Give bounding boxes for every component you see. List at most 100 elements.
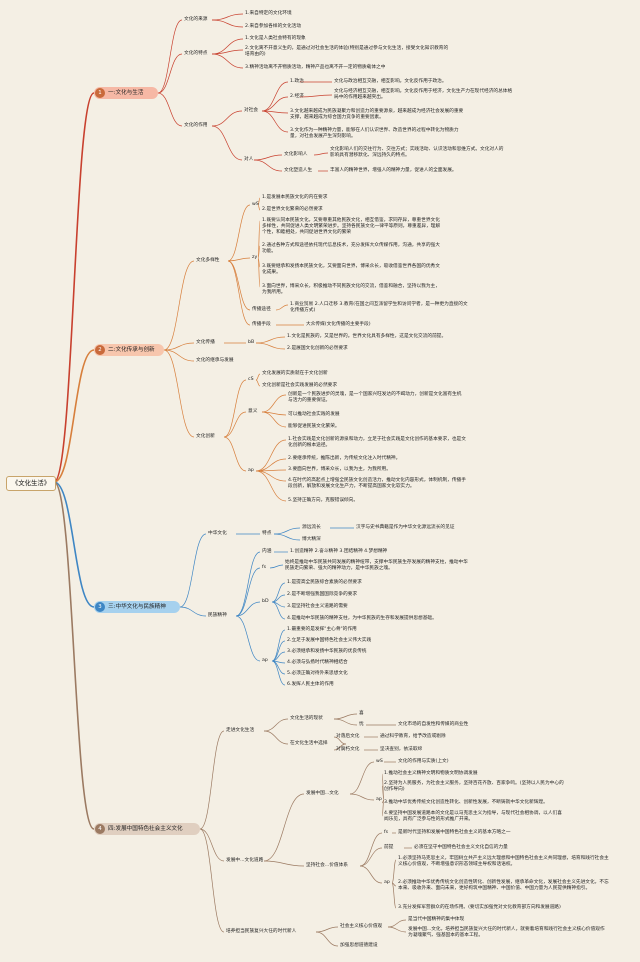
- node-choose-in-life[interactable]: 在文化生活中选择: [290, 741, 328, 746]
- node-text: 文化影响人们的交往行为、交往方式；实践活动、认识活动和思维方式。文化对人的影响具…: [330, 147, 504, 158]
- node-for-people[interactable]: 对人: [244, 157, 254, 162]
- node-economy[interactable]: 2.经济: [290, 94, 304, 99]
- node-text: 3.充分发挥军营群众的在场作用。(要切实加强党对文化教育部方向和发展道路): [398, 905, 561, 910]
- node-label: fs: [262, 565, 267, 570]
- connector-line: [227, 260, 251, 311]
- connector-line: [223, 436, 247, 472]
- node-premise[interactable]: 前提: [384, 845, 394, 850]
- node-national-spirit[interactable]: 民族精神: [208, 613, 227, 618]
- node-cultural-diversity[interactable]: 文化多样性: [196, 258, 220, 263]
- node-backward-culture[interactable]: 对落后文化: [336, 734, 360, 739]
- node-enter-culture-life[interactable]: 走进文化生活: [226, 728, 255, 733]
- root-node[interactable]: 《文化生活》: [6, 476, 56, 491]
- node-text: 文化市场的自发性和传媒的商业性: [398, 722, 469, 727]
- node-text: 必须在坚守中国特色社会主义文化自信的力量: [414, 845, 508, 850]
- node-inherit-develop[interactable]: 文化的继承与发展: [196, 358, 234, 363]
- connector-line: [253, 154, 283, 161]
- node-label: fs: [384, 830, 389, 835]
- node-cultural-innovation[interactable]: 文化创新: [196, 434, 215, 439]
- node-text: 3.文化越来越成为民族凝聚力和创造力的重要源泉，越来越成为经济社会发展的重要支撑…: [290, 109, 464, 120]
- node-text: 2.通过各种方式和途径依托现代信息技术，充分发挥大众传媒作用，沟通，共享的强大功…: [262, 243, 440, 254]
- node-features[interactable]: 特点: [262, 531, 272, 536]
- node-text: 1.文化是人类社会特有的现象: [245, 36, 306, 41]
- connector-line: [299, 94, 333, 98]
- node-channels[interactable]: 传播途径: [252, 307, 271, 312]
- connector-line: [263, 718, 289, 732]
- connector-line: [261, 394, 287, 413]
- node-chinese-culture[interactable]: 中华文化: [208, 531, 227, 536]
- node-label: cS: [248, 377, 254, 382]
- node-moral-building[interactable]: 加强思想道德建设: [340, 943, 378, 948]
- node-significance[interactable]: 意义: [248, 409, 258, 414]
- connector-line: [257, 257, 261, 288]
- node-text: 6.发挥人民主体的作用: [287, 682, 334, 687]
- node-text: 1.推动社会主义精神文明和物质文明协调发展: [384, 771, 478, 776]
- connector-line: [273, 527, 301, 535]
- node-means[interactable]: 传播手段: [252, 322, 271, 327]
- node-joy[interactable]: 喜: [359, 711, 364, 716]
- node-text: 2.坚持为人民服务，为社会主义服务，坚持百花齐放、百家争鸣。(坚持以人民为中心的…: [384, 781, 564, 792]
- connector-line: [227, 204, 251, 262]
- node-culture-source[interactable]: 文化的来源: [184, 17, 208, 22]
- node-culture-traits[interactable]: 文化的特点: [184, 51, 208, 56]
- node-text: 1.文化是民族的，又是世界的。世界文化具有多样性，这是文化交流的前提。: [287, 334, 447, 339]
- node-worry[interactable]: 忧: [359, 722, 364, 727]
- node-broad-profound[interactable]: 博大精深: [302, 537, 321, 542]
- node-label: zy: [252, 255, 258, 260]
- connector-line: [223, 411, 247, 438]
- node-culture-influence[interactable]: 文化影响人: [284, 152, 308, 157]
- node-long-history[interactable]: 源远流长: [302, 525, 321, 530]
- node-label: wS: [252, 202, 259, 207]
- node-culture-function[interactable]: 文化的作用: [184, 123, 208, 128]
- node-text: 创新是一个民族进步的灵魂，是一个国家兴旺发达的不竭动力，创新是文化富有生机与活力…: [288, 392, 462, 403]
- connector-line: [253, 159, 283, 172]
- connector-line: [271, 582, 286, 603]
- node-develop-culture[interactable]: 发展中国...文化: [306, 791, 339, 796]
- node-label: ap: [384, 880, 390, 885]
- node-text: 1.创造精神 2.奋斗精神 3.团结精神 4.梦想精神: [290, 549, 388, 554]
- node-value-system[interactable]: 坚持社会...价值体系: [306, 863, 348, 868]
- node-new-generation[interactable]: 培养担当民族复兴大任的时代新人: [226, 929, 297, 934]
- connector-line: [255, 439, 287, 472]
- node-current-state[interactable]: 文化生活的现状: [290, 716, 323, 721]
- node-text: 2.必须推动中华优秀传统文化创造性转化、创新性发展，继承革命文化，发展社会主义先…: [398, 880, 609, 891]
- node-development-path[interactable]: 发展中...文化道路: [226, 858, 264, 863]
- node-cultural-spread[interactable]: 文化传播: [196, 340, 215, 345]
- connector-line: [349, 761, 375, 795]
- node-text: 4.在时代的高起点上增强全民族文化创造活力，推动文化内容形式，体制机制，传播手段…: [288, 478, 466, 489]
- connector-line: [269, 564, 284, 569]
- node-connotation[interactable]: 内涵: [262, 549, 272, 554]
- connector-line: [359, 832, 383, 867]
- connector-line: [359, 847, 383, 867]
- connector-line: [315, 926, 339, 933]
- node-culture-shapes-life[interactable]: 文化塑造人生: [284, 168, 313, 173]
- node-for-society[interactable]: 对社会: [244, 108, 259, 113]
- connector-line: [235, 615, 261, 662]
- node-text: 1.商业贸易 2.人口迁移 3.教育(在国之间互派留学生和访问学者，是一种更为直…: [290, 302, 468, 313]
- branch-label: 四:发展中国特色社会主义文化: [108, 826, 183, 832]
- connector-line: [211, 49, 244, 55]
- node-decadent-culture[interactable]: 对腐朽文化: [336, 747, 360, 752]
- node-text: 1.来自特定的文化环境: [245, 11, 292, 16]
- connector-line: [257, 245, 261, 259]
- node-label: ap: [248, 468, 254, 473]
- connector-line: [157, 53, 183, 94]
- node-text: 丰富人的精神世界，增强人的精神力量，促进人的全面发展。: [330, 168, 457, 173]
- node-text: 3.面向世界，博采众长，积极推动不同民族文化的交流，借鉴和融合，坚持以我为主，为…: [262, 284, 440, 295]
- node-politics[interactable]: 1.政治: [290, 79, 304, 84]
- node-text: 1.是发展本民族文化的内在要求: [262, 195, 328, 200]
- connector-line: [255, 470, 287, 482]
- node-text: 汉字与史书典籍是作为中华文化源远流长的见证: [356, 525, 455, 530]
- connector-line: [313, 152, 329, 156]
- node-text: 2.是世界文化繁荣的必然要求: [262, 207, 323, 212]
- connector-line: [255, 458, 287, 472]
- node-core-values[interactable]: 社会主义核心价值观: [340, 924, 383, 929]
- node-text: 文化发展的实质就在于文化创新: [262, 371, 328, 376]
- connector-line: [349, 793, 375, 801]
- branch-label: 三:中华文化与民族精神: [108, 604, 166, 610]
